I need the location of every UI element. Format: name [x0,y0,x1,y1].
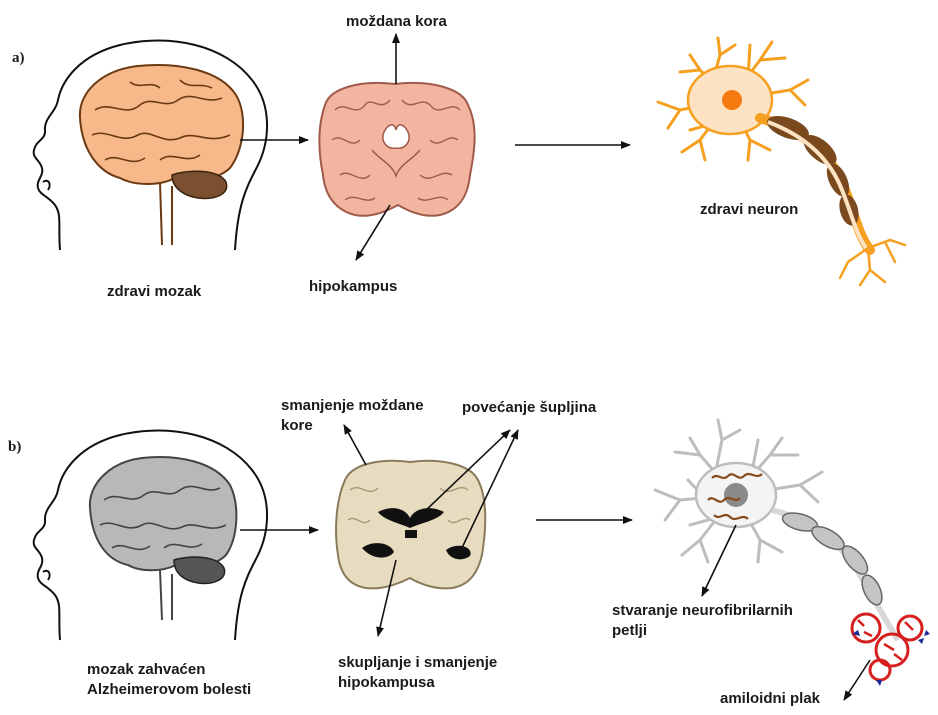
diseased-brain [90,457,237,620]
diseased-brain-slice [336,461,485,589]
healthy-neuron [658,38,905,285]
healthy-brain [80,65,243,245]
panel-a-label: a) [12,48,25,68]
tangles-line2: petlji [612,621,793,641]
panel-b-label: b) [8,437,21,457]
diseased-brain-label: mozak zahvaćen Alzheimerovom bolesti [87,660,251,700]
healthy-brain-slice [319,83,474,216]
diseased-brain-line1: mozak zahvaćen [87,660,251,680]
hippocampus-shrink-label: skupljanje i smanjenje hipokampusa [338,653,497,693]
tangles-label: stvaranje neurofibrilarnih petlji [612,601,793,641]
cortex-shrink-line1: smanjenje moždane [281,396,424,416]
hippocampus-shrink-line1: skupljanje i smanjenje [338,653,497,673]
cortex-label: moždana kora [346,12,447,32]
diseased-neuron [655,420,930,686]
tangles-line1: stvaranje neurofibrilarnih [612,601,793,621]
cortex-shrink-label: smanjenje moždane kore [281,396,424,436]
diseased-brain-line2: Alzheimerovom bolesti [87,680,251,700]
hippocampus-label: hipokampus [309,277,397,297]
cortex-shrink-line2: kore [281,416,424,436]
healthy-neuron-label: zdravi neuron [700,200,798,220]
hippocampus-shrink-line2: hipokampusa [338,673,497,693]
ventricle-enlargement-label: povećanje šupljina [462,398,596,418]
healthy-brain-label: zdravi mozak [107,282,201,302]
amyloid-plaque-label: amiloidni plak [720,689,820,709]
